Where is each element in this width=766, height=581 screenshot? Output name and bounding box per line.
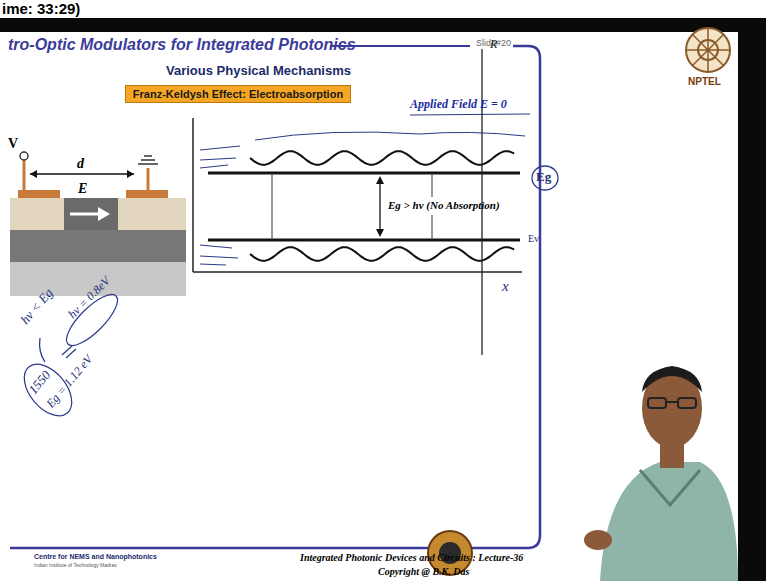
device-cross-section (10, 152, 186, 296)
axis-label: R (490, 38, 497, 51)
handwritten-note: Eg = 1.12 eV (44, 353, 95, 411)
valence-band-label: Ev (528, 233, 539, 244)
frame-bar (0, 18, 766, 32)
frame-bar (738, 18, 766, 581)
footer-text: Indian Institute of Technology Madras (34, 563, 117, 569)
bandgap-label: Eg > hν (No Absorption) (388, 199, 500, 211)
slide-border (10, 46, 540, 548)
footer-text: Copyright @ B.K. Das (378, 566, 469, 577)
handwritten-note: 1550 (26, 368, 54, 397)
conduction-band-label: Eg (536, 170, 551, 184)
logo-text: NPTEL (688, 76, 721, 87)
footer-text: Centre for NEMS and Nanophotonics (34, 553, 157, 561)
footer-text: Integrated Photonic Devices and Circuits… (300, 552, 523, 563)
handwritten-note: hν = 0.8eV (66, 274, 113, 321)
dimension-label: d (77, 156, 84, 171)
subtitle: Various Physical Mechanisms (166, 64, 351, 78)
axis-label: x (502, 278, 509, 295)
slide-title: tro-Optic Modulators for Integrated Phot… (8, 36, 356, 54)
presenter-photo (584, 366, 738, 581)
field-label: E (78, 181, 87, 196)
box-text: Franz-Keldysh Effect: Electroabsorption (133, 88, 343, 100)
timestamp: ime: 33:29) (2, 1, 80, 18)
condition-label: Applied Field E = 0 (410, 98, 507, 111)
nptel-logo (686, 28, 730, 72)
handwritten-note: hν < Eg (18, 286, 56, 327)
voltage-label: V (8, 136, 18, 151)
heading-box: Franz-Keldysh Effect: Electroabsorption (125, 85, 351, 103)
